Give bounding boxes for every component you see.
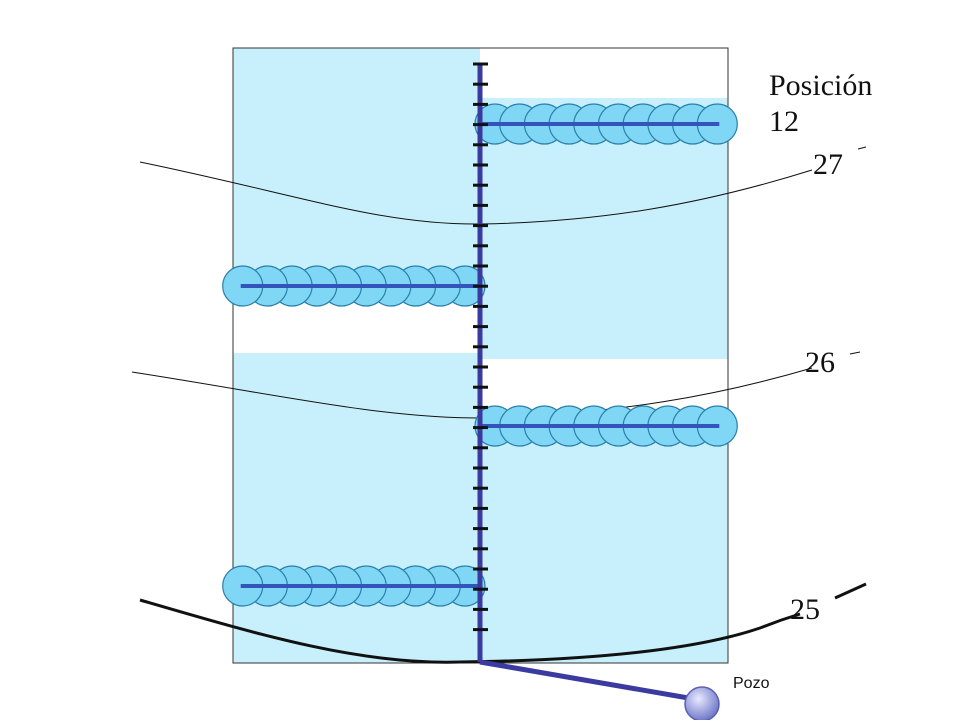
contour-tick-27 xyxy=(857,146,867,150)
position-title: Posición xyxy=(769,69,872,102)
contour-label-25: 25 xyxy=(790,593,820,626)
contour-tick-25 xyxy=(834,582,867,600)
panel-bottom-left xyxy=(233,353,480,663)
well-lead-line xyxy=(479,659,701,703)
well-label: Pozo xyxy=(733,675,770,692)
panel-bottom-right xyxy=(480,412,728,663)
well-ticks xyxy=(473,62,488,632)
well-head-icon xyxy=(684,686,720,720)
panel-top-left xyxy=(233,48,480,303)
contour-label-26: 26 xyxy=(805,346,835,379)
panels xyxy=(233,48,728,663)
lateral-upper-left xyxy=(222,265,486,307)
contour-label-27: 27 xyxy=(813,148,843,181)
lateral-lower-left xyxy=(222,565,486,607)
well-path xyxy=(473,62,720,720)
laterals xyxy=(222,103,738,607)
lateral-upper-right xyxy=(474,103,738,145)
position-number: 12 xyxy=(769,105,799,138)
lateral-lower-right xyxy=(474,405,738,447)
contour-tick-26 xyxy=(849,351,861,355)
contour-line-25 xyxy=(139,598,801,664)
